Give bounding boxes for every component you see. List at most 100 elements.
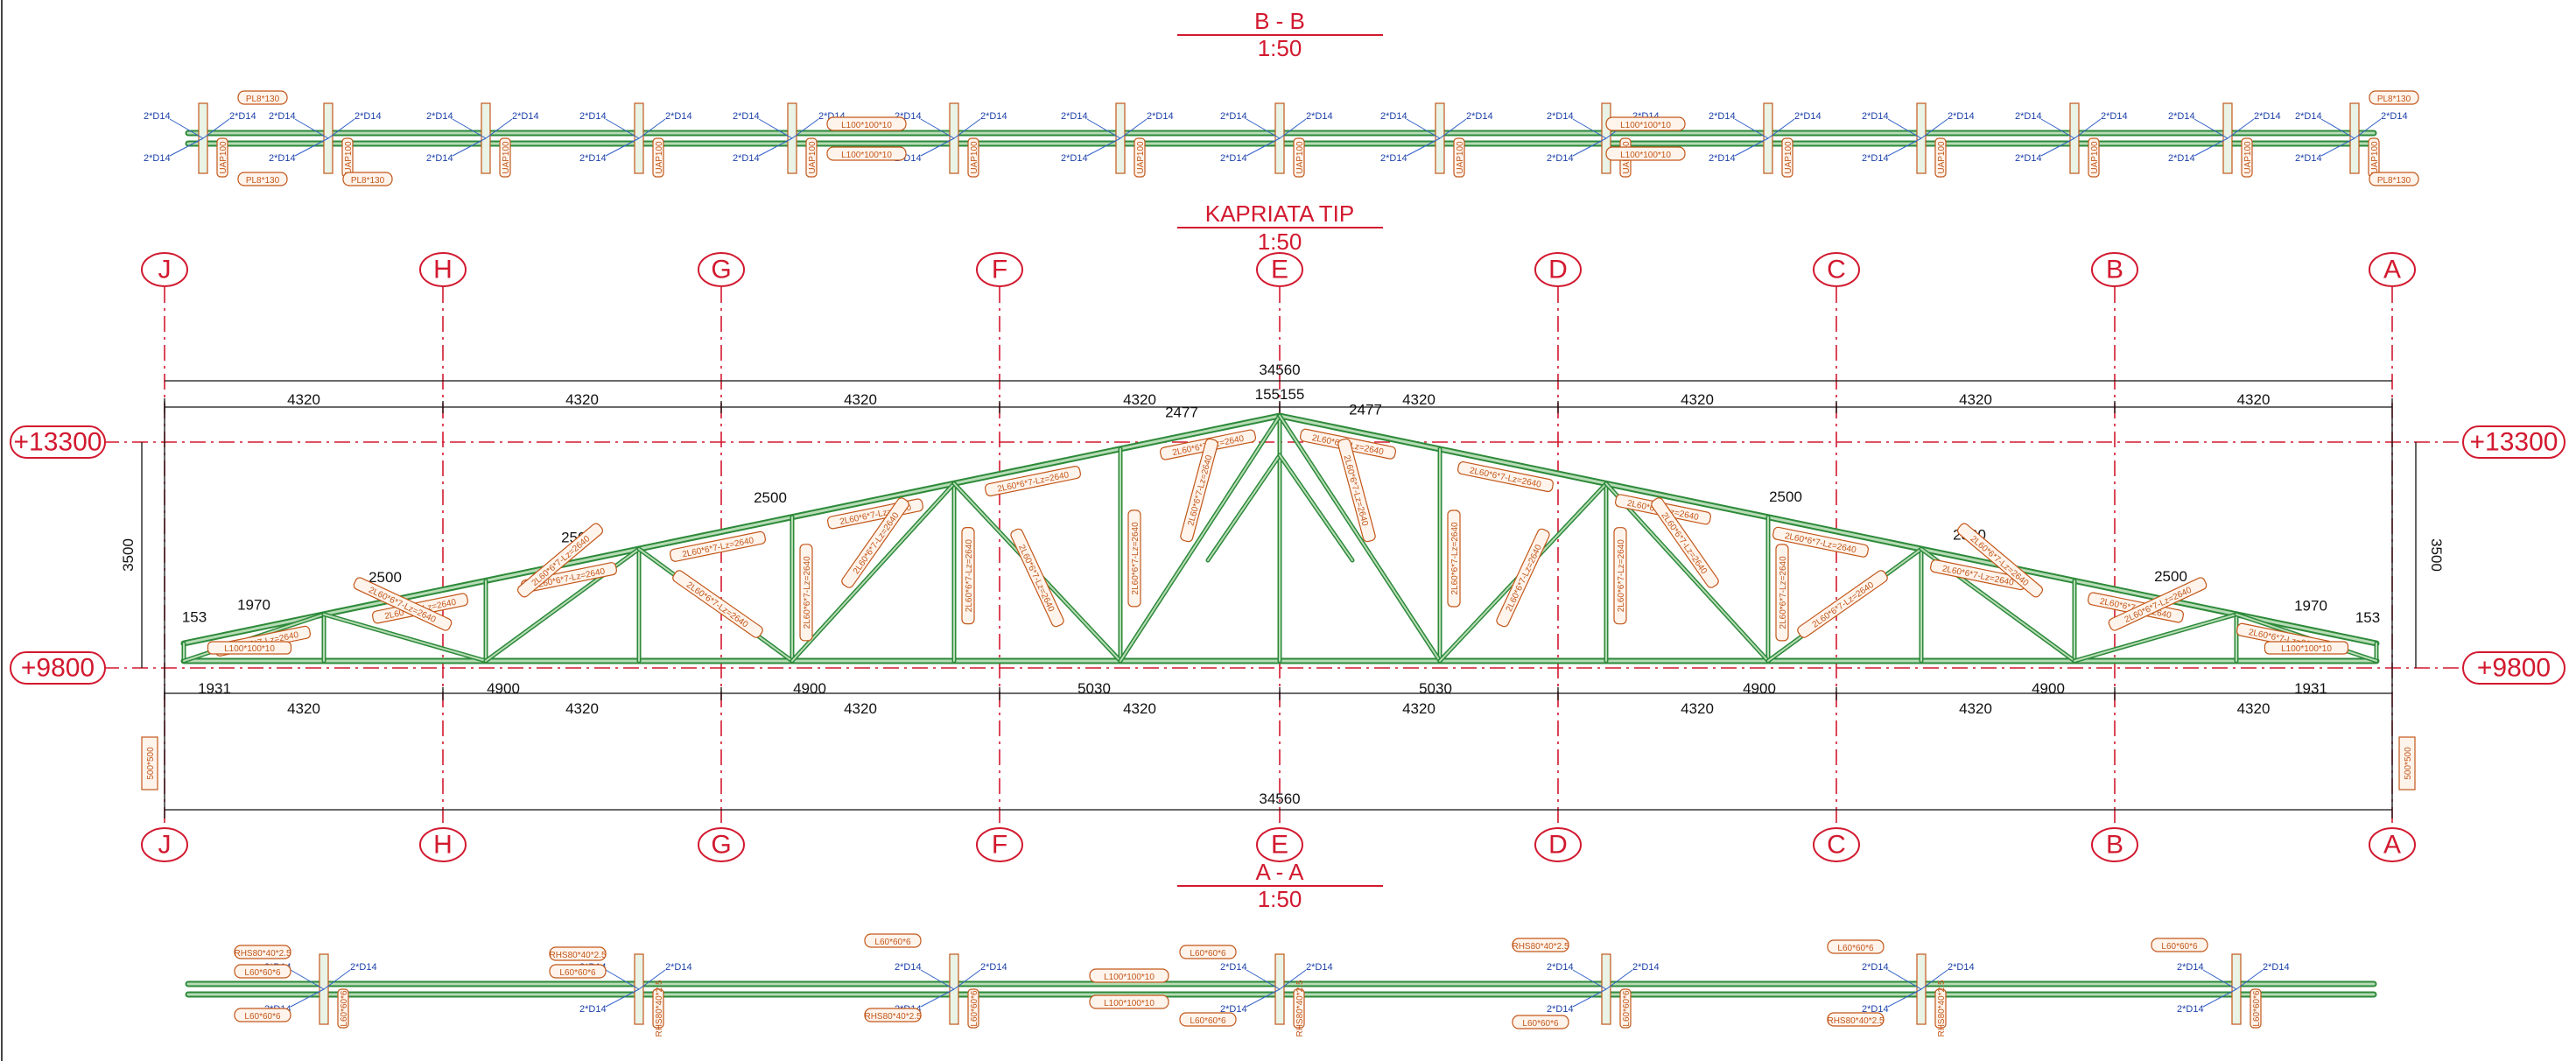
section-bb-title: B - B 1:50 — [1177, 8, 1383, 61]
top-chord-right-inner — [1278, 414, 2378, 645]
apex-brace-inner — [1207, 454, 1281, 561]
grid-bubble-j-top — [141, 252, 188, 287]
bar-label: 2*D14 — [1380, 153, 1407, 164]
bar-leader — [1920, 118, 1948, 139]
bracing-tag-text: L100*100*10 — [1620, 121, 1671, 130]
bay-dim-top: 4320 — [1959, 391, 1992, 408]
bar-label: 2*D14 — [1632, 962, 1660, 973]
bar-label: 2*D14 — [269, 111, 296, 122]
top-chord-segment: 1970 — [237, 596, 270, 613]
bar-label: 2*D14 — [1466, 111, 1493, 122]
profile-tag-aa: L60*60*6 — [549, 964, 607, 979]
support-tag-right-frame — [2264, 641, 2349, 655]
plate-tag: PL8*130 — [2369, 90, 2419, 105]
profile-tag-aa-frame — [2151, 938, 2208, 952]
grid-bubble-g-bottom — [698, 827, 745, 862]
profile-tag-aa-text: L60*60*6 — [1837, 944, 1874, 953]
profile-tag: L60*60*6 — [1619, 988, 1632, 1029]
diagonal-member-inner — [791, 482, 955, 662]
section-aa-label: A - A — [1256, 859, 1305, 885]
bay-dim-bottom: 4320 — [1123, 700, 1156, 717]
vertical-tag-frame — [799, 544, 813, 642]
top-chord-segment: 2500 — [369, 569, 402, 586]
bar-label: 2*D14 — [980, 962, 1007, 973]
profile-tag: UAP100 — [499, 137, 511, 178]
bar-label: 2*D14 — [229, 111, 256, 122]
profile-tag: UAP100 — [805, 137, 818, 178]
bay-dim-bottom: 4320 — [565, 700, 599, 717]
diagonal-member-inner — [1120, 415, 1281, 662]
bar-label: 2*D14 — [579, 1004, 607, 1015]
svg-text:+9800: +9800 — [21, 654, 95, 683]
bar-leader — [1246, 969, 1281, 990]
plate-tag-text: PL8*130 — [246, 176, 280, 186]
profile-tag: UAP100 — [1781, 137, 1793, 178]
profile-tag-aa-frame — [1512, 938, 1569, 952]
bar-label: 2*D14 — [144, 153, 171, 164]
profile-tag: RHS80*40*2.5 — [1934, 980, 1947, 1037]
bar-leader — [2193, 118, 2229, 139]
profile-tag-text: UAP100 — [970, 141, 979, 174]
grid-label-a: A — [2383, 831, 2401, 860]
bar-label: 2*D14 — [579, 153, 607, 164]
elevation-bottom-right: +9800 — [2462, 651, 2565, 685]
bar-label: 2*D14 — [579, 111, 607, 122]
vertical-tag-text: 2L60*6*7-Lz=2640 — [1617, 539, 1626, 613]
diagonal-member-inner — [323, 613, 487, 662]
profile-tag-text: UAP100 — [2370, 141, 2380, 174]
bar-leader — [1279, 969, 1307, 990]
profile-tag-frame — [1453, 137, 1465, 178]
bar-leader — [605, 988, 640, 1008]
profile-tag-frame — [2088, 137, 2100, 178]
profile-tag-aa-frame — [864, 1008, 922, 1022]
bar-leader — [2227, 118, 2255, 139]
bar-leader — [1439, 118, 1467, 139]
bar-leader — [2202, 969, 2237, 990]
bar-label: 2*D14 — [144, 111, 171, 122]
bar-label: 2*D14 — [1709, 111, 1736, 122]
bar-label: 2*D14 — [1220, 1004, 1247, 1015]
profile-tag-frame — [652, 988, 664, 1029]
vertical-tag: 2L60*6*7-Lz=2640 — [961, 527, 975, 625]
profile-tag: UAP100 — [216, 137, 228, 178]
truss-scale: 1:50 — [1258, 228, 1302, 255]
grid-label-f: F — [992, 831, 1007, 860]
bar-label: 2*D14 — [1709, 153, 1736, 164]
profile-tag: RHS80*40*2.5 — [1293, 980, 1305, 1037]
profile-tag-aa-text: L60*60*6 — [2161, 942, 2198, 952]
plate-tag: PL8*130 — [2369, 172, 2419, 186]
bar-label: 2*D14 — [2015, 153, 2042, 164]
bar-label: 2*D14 — [1862, 1004, 1889, 1015]
profile-tag-aa-frame — [1512, 1015, 1569, 1029]
bracing-tag: L100*100*10 — [826, 116, 907, 131]
support-marker-right: 500*500 — [2398, 736, 2416, 790]
profile-tag-aa-text: L60*60*6 — [559, 968, 596, 978]
web-member-tag-frame — [1651, 497, 1719, 588]
top-chord-segment: 2500 — [2154, 568, 2187, 585]
profile-tag-aa: RHS80*40*2.5 — [1512, 938, 1569, 952]
profile-tag: UAP100 — [1293, 137, 1305, 178]
bar-label: 2*D14 — [980, 111, 1007, 122]
overall-width-top: 34560 — [1259, 362, 1300, 378]
svg-text:+9800: +9800 — [2477, 654, 2551, 683]
vertical-tag-text: 2L60*6*7-Lz=2640 — [1131, 522, 1141, 595]
profile-tag: L60*60*6 — [2250, 988, 2262, 1029]
elevation-top-right: +13300 — [2462, 425, 2565, 459]
bar-label: 2*D14 — [1547, 962, 1574, 973]
grid-bubble-c-bottom — [1813, 827, 1860, 862]
support-tag-left: L100*100*10 — [207, 641, 292, 655]
bracing-tag: L100*100*10 — [826, 146, 907, 161]
bar-leader — [1920, 969, 1948, 990]
bar-leader — [605, 118, 640, 139]
bottom-chord-segment: 4900 — [1743, 680, 1776, 697]
bar-leader — [1887, 988, 1922, 1008]
bar-label: 2*D14 — [665, 962, 692, 973]
truss-height-right: 3500 — [2428, 538, 2445, 572]
truss-height-left: 3500 — [120, 538, 137, 572]
bar-label: 2*D14 — [1862, 153, 1889, 164]
